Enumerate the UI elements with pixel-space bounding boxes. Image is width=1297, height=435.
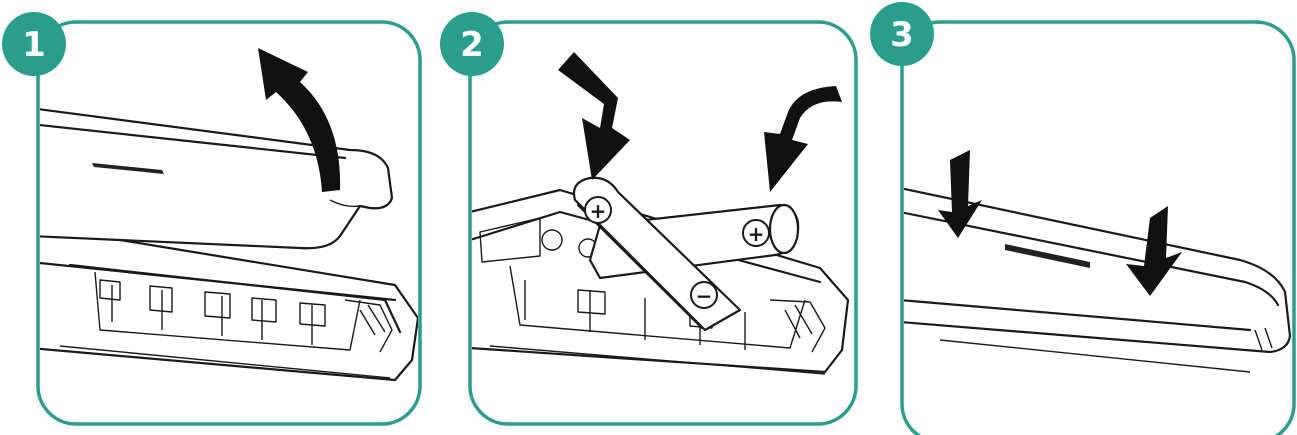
step-number-3: 3 (890, 15, 914, 55)
step-number-1: 1 (22, 25, 46, 65)
battery-positive-sign-2: + (590, 199, 607, 223)
step-panel-3: 3 (870, 2, 1294, 435)
step-badge-3: 3 (870, 2, 934, 66)
step-panel-1: 1 (2, 12, 420, 424)
battery-negative-sign: − (696, 284, 713, 308)
step-badge-2: 2 (440, 12, 504, 76)
step-panel-2: + + − 2 (440, 12, 856, 424)
step-badge-1: 1 (2, 12, 66, 76)
battery-positive-sign: + (748, 222, 765, 246)
step-number-2: 2 (460, 25, 484, 65)
